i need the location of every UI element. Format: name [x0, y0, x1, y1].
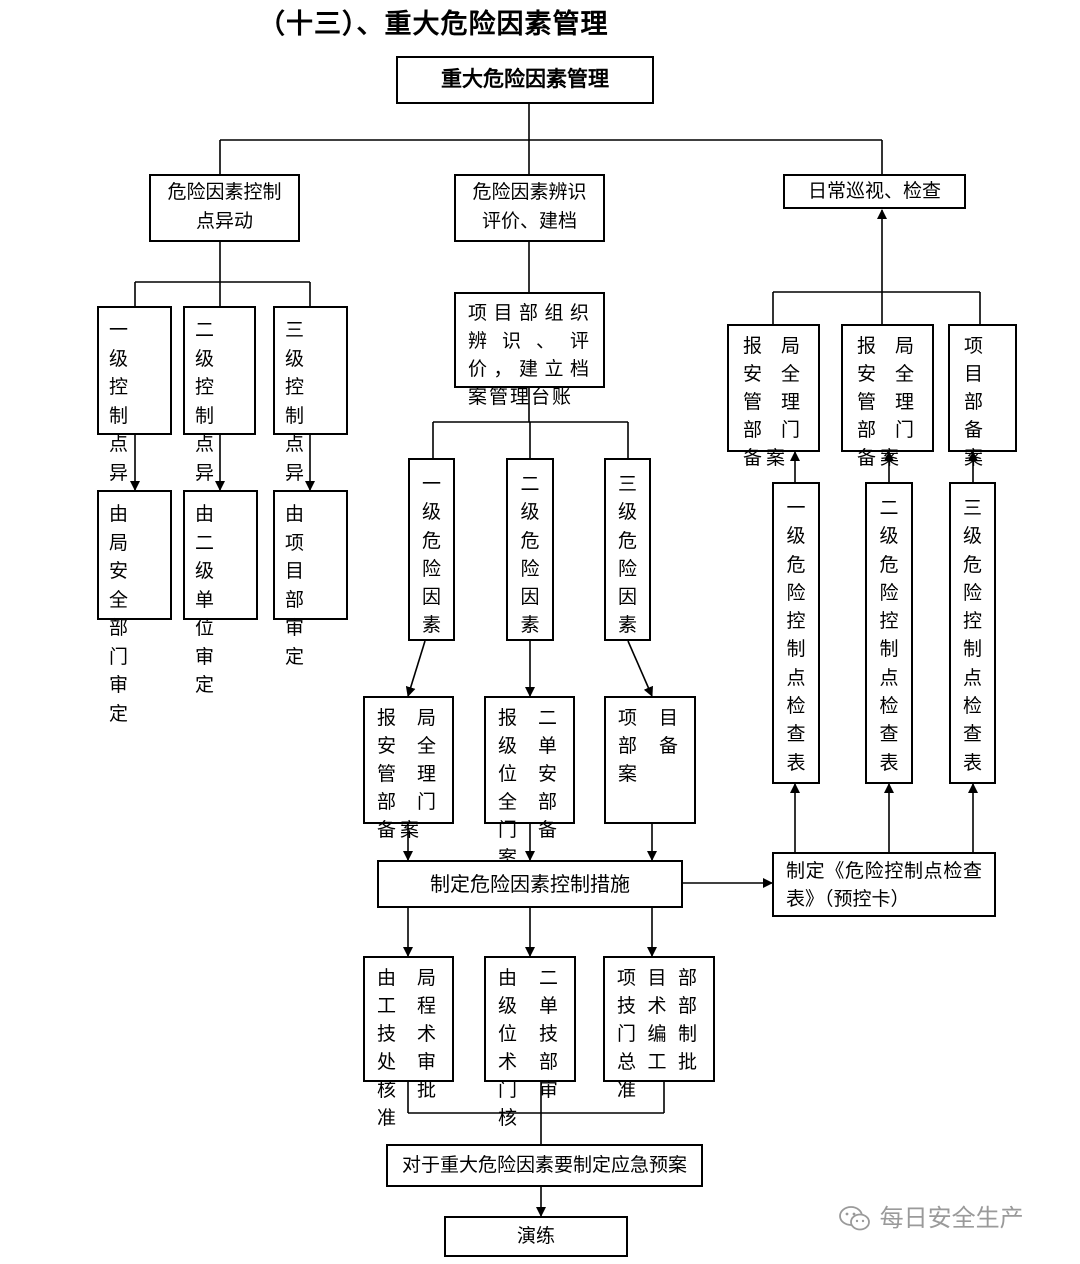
approval-bureau-tech: 由局工程技术处审核批准 [363, 956, 454, 1129]
drill-box: 演练 [444, 1216, 628, 1257]
control-measures-box: 制定危险因素控制措施 [377, 860, 683, 908]
left-level-3: 三 级 控 制 点 异 动 [273, 306, 348, 512]
control-measures-label: 制定危险因素控制措施 [430, 872, 630, 896]
emergency-plan-box: 对于重大危险因素要制定应急预案 [386, 1144, 703, 1187]
approval-project-tech: 项目部技术部门编制总工批准 [603, 956, 715, 1101]
project-org-box: 项目部组织辨识、评价，建立档案管理台账 [454, 292, 605, 408]
left-level-2: 二 级 控 制 点 异 动 [183, 306, 256, 512]
filing-bureau: 报局安全管理部门备案 [363, 696, 454, 841]
filing-label: 报局安全管理部门备案 [377, 707, 440, 841]
hazard-label: 二 级 危 险 因 素 [520, 473, 540, 637]
hazard-level-1: 一 级 危 险 因 素 [408, 458, 455, 641]
approval-label: 由 项 目 部 审定 [285, 503, 313, 668]
watermark-text: 每日安全生产 [879, 1204, 1024, 1232]
wechat-icon [839, 1206, 870, 1231]
right-filing-3: 项目部备案 [948, 324, 1017, 469]
branch-label: 危险因素辨识 评价、建档 [472, 181, 587, 232]
project-org-label: 项目部组织辨识、评价，建立档案管理台账 [468, 302, 591, 408]
approval-label: 由局工程技术处审核批准 [377, 967, 440, 1129]
drill-label: 演练 [516, 1225, 555, 1247]
filing-label: 项目部备案 [618, 707, 682, 785]
left-level-1: 一 级 控 制 点 异 动 [97, 306, 172, 512]
checklist-card-box: 制定《危险控制点检查表》（预控卡） [772, 852, 996, 917]
branch-control-point-change: 危险因素控制 点异动 [149, 174, 300, 242]
checklist-card-label: 制定《危险控制点检查表》（预控卡） [786, 860, 982, 910]
approval-label: 由 二 级 单 位 审 定 [195, 503, 223, 696]
approval-label: 由 局 安 全 部 门 审定 [109, 503, 137, 725]
right-filing-label: 报局安全管理部门备案 [743, 335, 804, 469]
left-approval-3: 由 项 目 部 审定 [273, 490, 348, 668]
approval-label: 项目部技术部门编制总工批准 [617, 967, 701, 1101]
hazard-level-2: 二 级 危 险 因 素 [506, 458, 554, 641]
approval-secondary-tech: 由二级单位技术部门审核 [484, 956, 576, 1129]
right-filing-1: 报局安全管理部门备案 [727, 324, 820, 469]
branch-identification-evaluation: 危险因素辨识 评价、建档 [454, 174, 605, 242]
approval-label: 由二级单位技术部门审核 [498, 967, 562, 1129]
left-approval-2: 由 二 级 单 位 审 定 [183, 490, 258, 696]
hazard-level-3: 三 级 危 险 因 素 [604, 458, 651, 641]
right-filing-label: 项目部备案 [964, 335, 986, 469]
emergency-plan-label: 对于重大危险因素要制定应急预案 [401, 1154, 687, 1176]
right-filing-label: 报局安全管理部门备案 [857, 335, 918, 469]
filing-project: 项目部备案 [604, 696, 696, 824]
watermark: 每日安全生产 [838, 1198, 1024, 1233]
root-label: 重大危险因素管理 [441, 67, 609, 91]
checklist-level-1: 一 级 危 险 控 制 点 检 查 表 [772, 482, 820, 784]
checklist-label: 一 级 危 险 控 制 点 检 查 表 [786, 497, 806, 774]
checklist-level-3: 三 级 危 险 控 制 点 检 查 表 [949, 482, 996, 784]
branch-label: 日常巡视、检查 [807, 180, 941, 202]
hazard-label: 三 级 危 险 因 素 [617, 473, 637, 637]
checklist-label: 二 级 危 险 控 制 点 检 查 表 [879, 497, 899, 774]
filing-label: 报二级单位安全部门备案 [498, 707, 561, 869]
filing-secondary-unit: 报二级单位安全部门备案 [484, 696, 575, 869]
branch-label: 危险因素控制 点异动 [167, 181, 282, 232]
page-title: （十三）、重大危险因素管理 [258, 9, 609, 40]
checklist-level-2: 二 级 危 险 控 制 点 检 查 表 [865, 482, 913, 784]
right-filing-2: 报局安全管理部门备案 [841, 324, 934, 469]
left-approval-1: 由 局 安 全 部 门 审定 [97, 490, 172, 725]
root-box: 重大危险因素管理 [396, 56, 654, 104]
checklist-label: 三 级 危 险 控 制 点 检 查 表 [962, 497, 982, 774]
hazard-label: 一 级 危 险 因 素 [421, 473, 441, 637]
branch-daily-inspection: 日常巡视、检查 [783, 174, 966, 209]
